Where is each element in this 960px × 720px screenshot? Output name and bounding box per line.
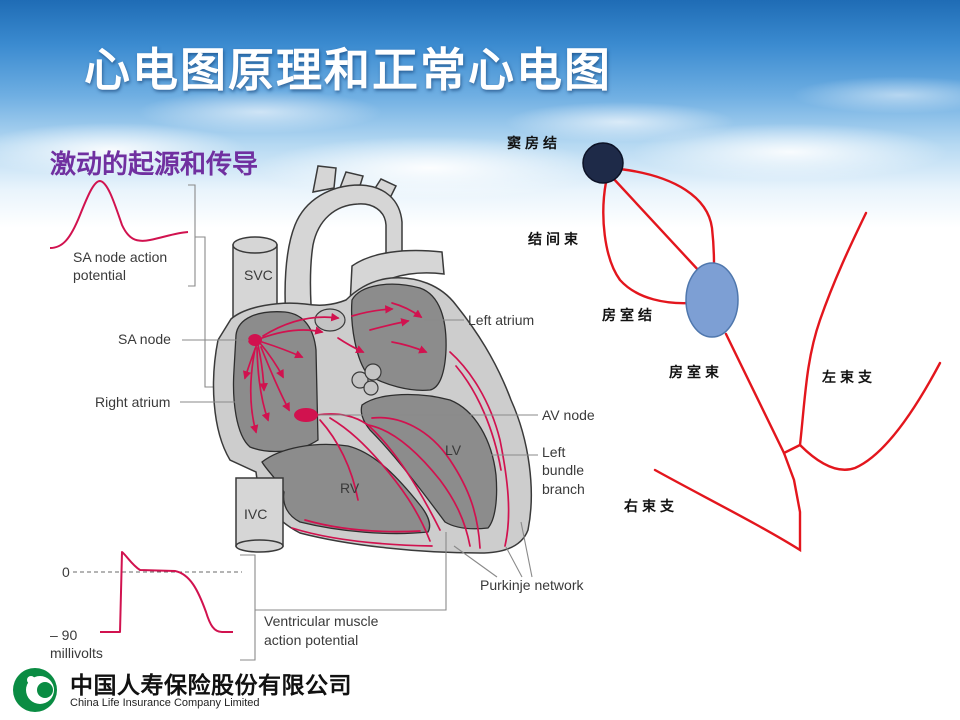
sa-potential-connector: [195, 236, 213, 388]
company-name-cn: 中国人寿保险股份有限公司: [70, 673, 352, 699]
pulmonary-vein: [314, 308, 346, 332]
atrial-activation-arrows: [242, 302, 428, 434]
slide-title: 心电图原理和正常心电图: [84, 43, 612, 97]
left-atrium-label: Left atrium: [468, 312, 534, 328]
lv-label: LV: [445, 442, 462, 458]
mitral-valve: [351, 363, 382, 396]
internodal-tract-right: [618, 167, 716, 266]
internodal-tract-middle: [610, 175, 702, 274]
ventricular-label-line2: action potential: [264, 632, 358, 648]
purkinje-fibers: [291, 351, 510, 549]
his-bundle-cn-label: 房室束: [669, 364, 723, 381]
sa-node-label: SA node: [118, 331, 171, 347]
ventricular-bracket: [240, 554, 256, 661]
heart-labels: SVC SA node Right atrium Left atrium AV …: [95, 267, 595, 593]
ivc-label: IVC: [244, 506, 267, 522]
ventricular-potential-curve: [100, 551, 233, 633]
rv-label: RV: [340, 480, 360, 496]
left-bundle-cn-label: 左束支: [821, 369, 876, 386]
sa-potential-label-line2: potential: [73, 267, 126, 283]
sa-potential-label-line1: SA node action: [73, 249, 167, 265]
company-name-en: China Life Insurance Company Limited: [70, 697, 260, 709]
aorta: [284, 165, 403, 333]
left-bundle-lower: [798, 361, 942, 471]
right-bundle-line: [653, 451, 802, 553]
right-ventricle-chamber: [261, 443, 431, 535]
purkinje-network-label: Purkinje network: [480, 577, 584, 593]
sa-action-potential: SA node action potential: [49, 180, 213, 388]
sa-node-cn-label: 窦房结: [507, 135, 561, 152]
axis-zero-label: 0: [62, 564, 70, 580]
left-bundle-label-line1: Left: [542, 444, 565, 460]
sa-node-circle: [582, 142, 624, 184]
left-ventricle-chamber: [360, 393, 498, 530]
sa-potential-curve: [49, 180, 189, 249]
sa-potential-bracket: [188, 184, 196, 287]
heart-illustration: [212, 165, 532, 554]
right-atrium-label: Right atrium: [95, 394, 170, 410]
internodal-cn-label: 结间束: [528, 231, 582, 248]
left-bundle-upper: [798, 211, 868, 447]
conduction-schematic: 窦房结 结间束 房室结 房室束 左束支 右束支: [507, 135, 942, 553]
ventricular-connector: [255, 532, 447, 611]
av-node-label: AV node: [542, 407, 595, 423]
right-bundle-cn-label: 右束支: [623, 498, 678, 515]
axis-minus90-label: – 90: [50, 627, 77, 643]
svc-label: SVC: [244, 267, 273, 283]
slide-subtitle: 激动的起源和传导: [50, 150, 259, 180]
purkinje-leaders: [453, 521, 533, 578]
axis-unit-label: millivolts: [50, 645, 103, 661]
ventricular-action-potential: 0 – 90 millivolts Ventricular muscle act…: [50, 532, 447, 661]
left-bundle-label-line3: branch: [542, 481, 585, 497]
av-node-cn-label: 房室结: [602, 307, 656, 324]
left-bundle-label-line2: bundle: [542, 462, 584, 478]
ivc-vessel: [235, 477, 284, 553]
av-node-marker: [294, 408, 318, 422]
internodal-tract-left: [602, 180, 692, 305]
china-life-logo-icon: [13, 668, 57, 712]
his-bundle-line: [724, 332, 802, 455]
av-node-ellipse: [685, 262, 739, 338]
ventricular-label-line1: Ventricular muscle: [264, 613, 379, 629]
sa-node-marker: [248, 334, 262, 346]
